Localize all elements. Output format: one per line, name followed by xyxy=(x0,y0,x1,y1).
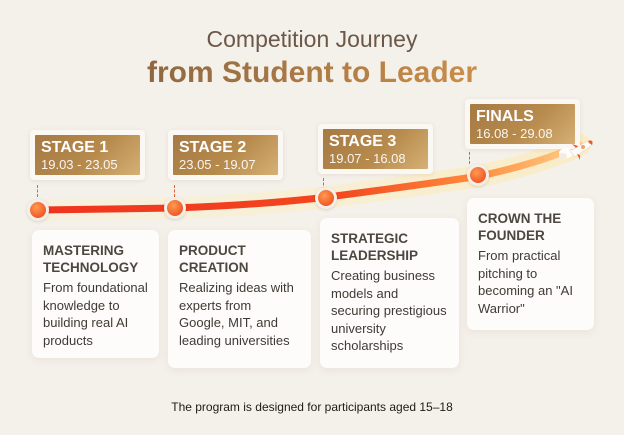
stage-2-description: Realizing ideas with experts from Google… xyxy=(179,280,294,348)
stage-2-name: STAGE 2 xyxy=(179,139,247,156)
stage-1-badge: STAGE 1 19.03 - 23.05 xyxy=(30,130,145,180)
stage-3-dates: 19.07 - 16.08 xyxy=(329,151,406,166)
stage-1-title: MASTERING TECHNOLOGY xyxy=(43,243,139,275)
finals-connector xyxy=(469,152,471,164)
stage-2-dates: 23.05 - 19.07 xyxy=(179,157,256,172)
finals-badge: FINALS 16.08 - 29.08 xyxy=(465,99,580,149)
rocket-icon xyxy=(559,140,593,160)
page-title-line2: from Student to Leader xyxy=(0,56,624,90)
page-title-line1: Competition Journey xyxy=(206,26,418,52)
finals-title: CROWN THE FOUNDER xyxy=(478,211,562,243)
stage-1-node xyxy=(27,199,49,221)
stage-3-title: STRATEGIC LEADERSHIP xyxy=(331,231,419,263)
stage-3-card: STRATEGIC LEADERSHIP Creating business m… xyxy=(320,218,459,368)
finals-name: FINALS xyxy=(476,108,534,125)
stage-1-description: From foundational knowledge to building … xyxy=(43,280,148,348)
finals-description: From practical pitching to becoming an "… xyxy=(478,248,573,316)
stage-1-dates: 19.03 - 23.05 xyxy=(41,157,118,172)
stage-2-connector xyxy=(174,185,176,197)
stage-1-name: STAGE 1 xyxy=(41,139,109,156)
stage-2-badge: STAGE 2 23.05 - 19.07 xyxy=(168,130,283,180)
stage-2-title: PRODUCT CREATION xyxy=(179,243,249,275)
stage-2-card: PRODUCT CREATION Realizing ideas with ex… xyxy=(168,230,311,368)
stage-1-connector xyxy=(37,185,39,197)
finals-node xyxy=(467,164,489,186)
stage-3-connector xyxy=(323,178,325,190)
stage-2-node xyxy=(164,197,186,219)
stage-3-badge: STAGE 3 19.07 - 16.08 xyxy=(318,124,433,174)
stage-3-description: Creating business models and securing pr… xyxy=(331,268,447,353)
stage-1-card: MASTERING TECHNOLOGY From foundational k… xyxy=(32,230,159,358)
footer-note: The program is designed for participants… xyxy=(171,400,453,414)
finals-card: CROWN THE FOUNDER From practical pitchin… xyxy=(467,198,594,330)
stage-3-node xyxy=(315,187,337,209)
finals-dates: 16.08 - 29.08 xyxy=(476,126,553,141)
stage-3-name: STAGE 3 xyxy=(329,133,397,150)
